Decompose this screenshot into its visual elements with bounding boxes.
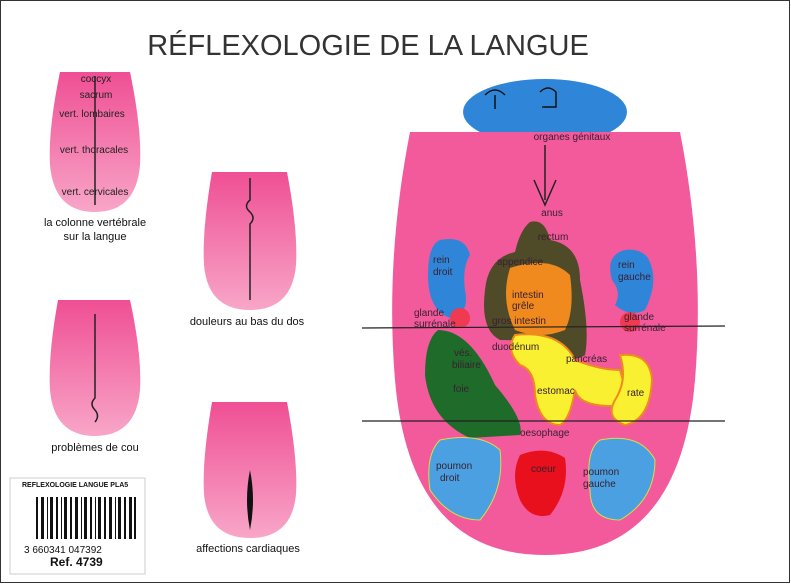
label-glande-gauche: glande	[624, 312, 654, 323]
heart-tongue: affections cardiaques	[196, 402, 300, 555]
label-lombaires: vert. lombaires	[59, 109, 125, 120]
label-coeur: coeur	[531, 464, 557, 475]
label-coccyx: coccyx	[81, 74, 112, 85]
caption-neck: problèmes de cou	[51, 442, 138, 454]
caption-heart: affections cardiaques	[196, 543, 300, 555]
reference-number: Ref. 4739	[50, 555, 103, 569]
genitals-zone	[463, 79, 627, 145]
sticker-product: REFLEXOLOGIE LANGUE PLA5	[22, 482, 128, 489]
divider-line	[361, 325, 726, 329]
label-vesicule: vés.	[454, 348, 472, 359]
label-poumon-droit: poumon	[436, 461, 472, 472]
main-tongue: organes génitaux anus rectum appendice r…	[361, 79, 726, 555]
barcode-number: 3 660341 047392	[24, 545, 102, 556]
label-oesophage: oesophage	[520, 428, 570, 439]
barcode-sticker: REFLEXOLOGIE LANGUE PLA5 3 660341 047392…	[9, 477, 146, 575]
label-thoracales: vert. thoracales	[60, 145, 128, 156]
label-glande-droite-2: surrénale	[414, 319, 456, 330]
caption-spine-1: la colonne vertébrale	[44, 217, 146, 229]
caption-lower-back: douleurs au bas du dos	[190, 316, 305, 328]
label-glande-gauche-2: surrénale	[624, 323, 666, 334]
label-rate: rate	[627, 388, 645, 399]
neck-tongue: problèmes de cou	[49, 300, 141, 454]
label-gros-intestin: gros intestin	[492, 316, 546, 327]
label-intestin-grele-2: grêle	[512, 301, 535, 312]
label-rectum: rectum	[538, 232, 569, 243]
label-rein-droit-2: droit	[433, 267, 453, 278]
lower-back-tongue: douleurs au bas du dos	[190, 172, 305, 328]
label-rein-droit: rein	[433, 255, 450, 266]
label-appendice: appendice	[497, 257, 544, 268]
label-vesicule-2: biliaire	[452, 360, 481, 371]
label-sacrum: sacrum	[80, 90, 113, 101]
label-foie: foie	[453, 384, 470, 395]
page-title: RÉFLEXOLOGIE DE LA LANGUE	[147, 29, 589, 62]
genitals-icon	[484, 87, 557, 109]
barcode-icon	[36, 497, 136, 539]
spine-tongue: coccyx sacrum vert. lombaires vert. thor…	[44, 72, 146, 243]
label-poumon-gauche-2: gauche	[583, 479, 616, 490]
label-intestin-grele: intestin	[512, 290, 544, 301]
label-glande-droite: glande	[414, 308, 444, 319]
label-duodenum: duodénum	[492, 342, 539, 353]
caption-spine-2: sur la langue	[64, 231, 127, 243]
label-pancreas: pancréas	[566, 354, 607, 365]
label-rein-gauche: rein	[618, 260, 635, 271]
label-estomac: estomac	[537, 386, 575, 397]
label-anus: anus	[541, 208, 563, 219]
label-genitals: organes génitaux	[534, 132, 611, 143]
label-rein-gauche-2: gauche	[618, 272, 651, 283]
label-poumon-gauche: poumon	[583, 467, 619, 478]
label-poumon-droit-2: droit	[440, 473, 460, 484]
label-cervicales: vert. cervicales	[62, 187, 129, 198]
